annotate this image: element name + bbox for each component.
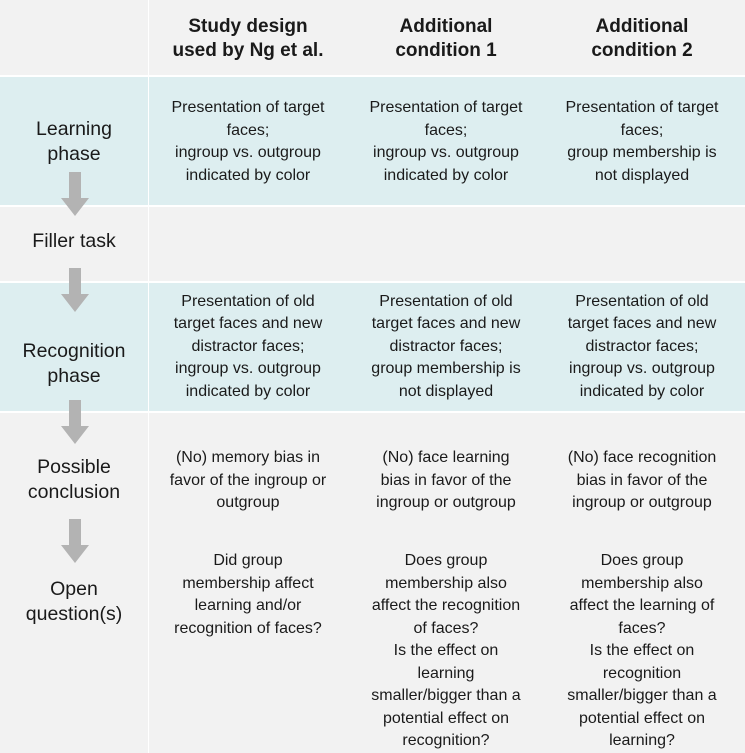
header-condition-2: Additional condition 2 xyxy=(591,16,693,61)
row-label-filler-task: Filler task xyxy=(32,229,116,252)
row-label-open-questions: Open question(s) xyxy=(25,578,123,625)
row-label-learning-phase: Learning phase xyxy=(36,118,112,165)
conclusion-cell-condition-1: (No) face learning bias in favor of the … xyxy=(376,449,516,511)
down-arrow-icon xyxy=(61,268,89,312)
learning-cell-condition-2: Presentation of target faces; group memb… xyxy=(565,99,719,184)
header-study-design: Study design used by Ng et al. xyxy=(172,16,324,61)
header-condition-1: Additional condition 1 xyxy=(395,16,497,61)
down-arrow-icon xyxy=(61,519,89,563)
divider xyxy=(0,75,745,77)
learning-cell-condition-1: Presentation of target faces; ingroup vs… xyxy=(369,99,523,184)
header-band xyxy=(0,0,745,76)
down-arrow-icon xyxy=(61,172,89,216)
conclusion-cell-condition-2: (No) face recognition bias in favor of t… xyxy=(567,449,717,511)
column-divider xyxy=(148,0,149,753)
filler-band xyxy=(0,206,745,282)
recognition-cell-study-design: Presentation of old target faces and new… xyxy=(173,292,323,400)
conclusion-cell-study-design: (No) memory bias in favor of the ingroup… xyxy=(169,449,327,511)
learning-cell-study-design: Presentation of target faces; ingroup vs… xyxy=(171,99,325,184)
recognition-band xyxy=(0,282,745,412)
questions-cell-study-design: Did group membership affect learning and… xyxy=(174,552,322,637)
divider xyxy=(0,411,745,413)
divider xyxy=(0,205,745,207)
recognition-cell-condition-1: Presentation of old target faces and new… xyxy=(371,292,521,400)
down-arrow-icon xyxy=(61,400,89,444)
questions-cell-condition-2: Does group membership also affect the le… xyxy=(567,552,717,749)
recognition-cell-condition-2: Presentation of old target faces and new… xyxy=(567,292,717,400)
learning-band xyxy=(0,76,745,206)
row-label-possible-conclusion: Possible conclusion xyxy=(27,456,121,503)
row-label-recognition-phase: Recognition phase xyxy=(22,340,126,387)
divider xyxy=(0,281,745,283)
lower-band xyxy=(0,412,745,753)
questions-cell-condition-1: Does group membership also affect the re… xyxy=(371,552,521,749)
